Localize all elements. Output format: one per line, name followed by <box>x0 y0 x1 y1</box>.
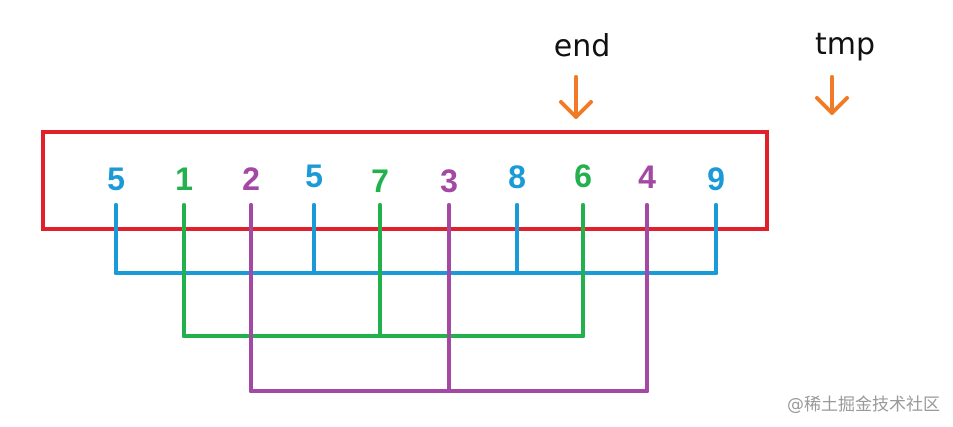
array-element-5: 3 <box>440 163 458 199</box>
tmp-pointer-label: tmp <box>815 27 875 62</box>
array-element-1: 1 <box>175 161 193 197</box>
watermark: @稀土掘金技术社区 <box>787 395 940 415</box>
array-element-3: 5 <box>305 158 323 194</box>
end-pointer-arrow-icon <box>559 75 593 119</box>
end-arrow-shape <box>559 75 593 119</box>
array-element-4: 7 <box>371 163 389 199</box>
array-element-2: 2 <box>242 161 260 197</box>
array-box <box>41 130 769 231</box>
tmp-arrow-shape <box>815 75 849 115</box>
end-pointer-label: end <box>554 29 611 64</box>
array-element-8: 4 <box>638 159 656 195</box>
array-element-9: 9 <box>707 161 725 197</box>
array-element-0: 5 <box>107 161 125 197</box>
array-element-6: 8 <box>508 159 526 195</box>
array-element-7: 6 <box>574 158 592 194</box>
array-elements: 5 1 2 5 7 3 8 6 4 9 <box>107 158 725 199</box>
group-connectors <box>114 203 718 393</box>
tmp-pointer-arrow-icon <box>815 75 849 115</box>
